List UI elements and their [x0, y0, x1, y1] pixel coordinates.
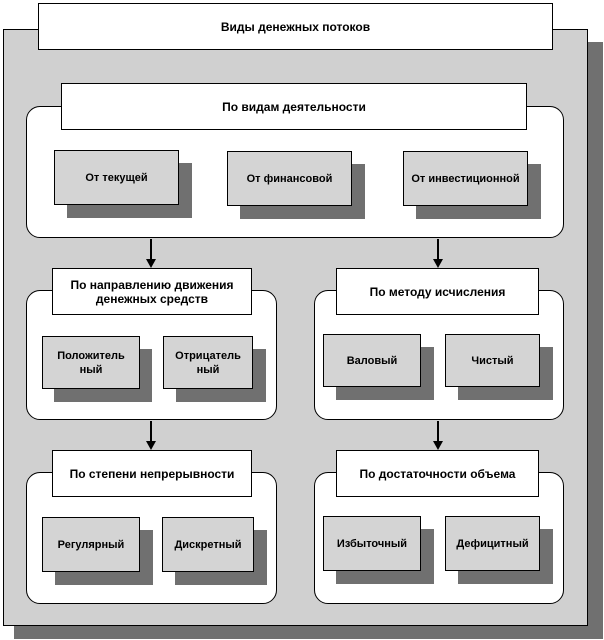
- calculation-item-gross: Валовый: [323, 334, 421, 387]
- continuity-title: По степени непрерывности: [52, 450, 252, 497]
- sufficiency-item-label: Дефицитный: [456, 537, 529, 550]
- continuity-item-label: Дискретный: [174, 538, 242, 551]
- arrowhead-icon: [146, 259, 156, 268]
- calculation-title: По методу исчисления: [336, 268, 539, 315]
- sufficiency-item-surplus: Избыточный: [323, 516, 421, 571]
- root-title-label: Виды денежных потоков: [220, 19, 371, 34]
- activity-item-label: От финансовой: [246, 172, 333, 185]
- sufficiency-item-deficit: Дефицитный: [445, 516, 540, 571]
- calculation-title-label: По методу исчисления: [369, 284, 506, 299]
- direction-item-label: Положитель ный: [57, 349, 125, 376]
- calculation-item-net: Чистый: [445, 334, 540, 387]
- continuity-title-label: По степени непрерывности: [69, 466, 235, 481]
- continuity-item-regular: Регулярный: [42, 517, 140, 572]
- activity-title-label: По видам деятельности: [222, 99, 366, 114]
- activity-item-label: От текущей: [85, 171, 148, 184]
- sufficiency-item-label: Избыточный: [336, 537, 408, 550]
- sufficiency-title: По достаточности объема: [336, 450, 539, 497]
- calculation-item-label: Чистый: [471, 354, 514, 367]
- activity-title: По видам деятельности: [61, 83, 527, 130]
- continuity-item-discrete: Дискретный: [162, 517, 254, 572]
- continuity-item-label: Регулярный: [57, 538, 125, 551]
- arrowhead-icon: [433, 259, 443, 268]
- arrowhead-icon: [146, 441, 156, 450]
- direction-item-label: Отрицатель ный: [175, 349, 241, 376]
- direction-title-label: По направлению движения денежных средств: [70, 277, 234, 306]
- calculation-item-label: Валовый: [346, 354, 398, 367]
- direction-title: По направлению движения денежных средств: [52, 268, 252, 315]
- activity-item-investment: От инвестиционной: [403, 151, 528, 206]
- activity-item-current: От текущей: [54, 150, 179, 205]
- direction-item-positive: Положитель ный: [42, 336, 140, 389]
- direction-item-negative: Отрицатель ный: [163, 336, 253, 389]
- arrowhead-icon: [433, 441, 443, 450]
- sufficiency-title-label: По достаточности объема: [359, 466, 516, 481]
- activity-item-financial: От финансовой: [227, 151, 352, 206]
- activity-item-label: От инвестиционной: [411, 172, 520, 185]
- root-title: Виды денежных потоков: [38, 3, 553, 50]
